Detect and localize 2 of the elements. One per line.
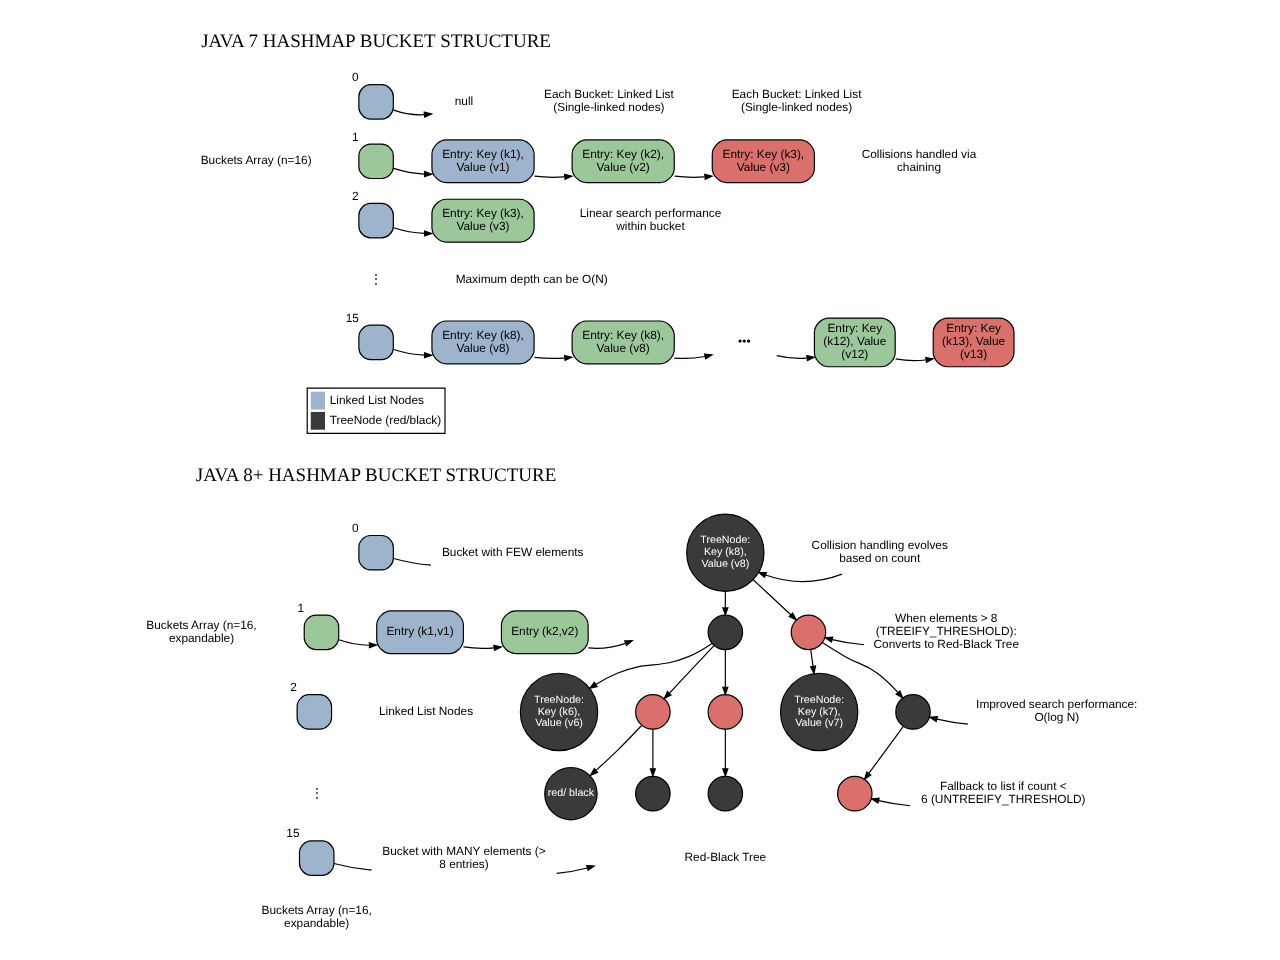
- label: JAVA 8+ HASHMAP BUCKET STRUCTURE: [194, 466, 556, 487]
- label: JAVA 7 HASHMAP BUCKET STRUCTURE: [200, 32, 551, 53]
